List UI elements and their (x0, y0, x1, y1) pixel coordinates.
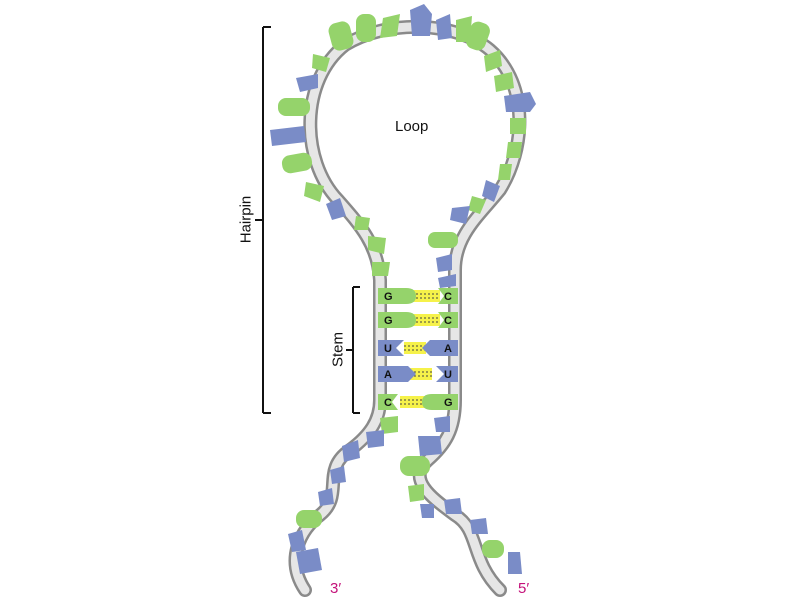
base-blue (326, 198, 346, 220)
base-blue (438, 274, 456, 288)
base-blue (504, 92, 536, 112)
base-green (354, 216, 370, 230)
base-left-blue (378, 366, 416, 382)
three-prime-end-label: 3′ (330, 580, 342, 597)
base-right-blue (436, 366, 458, 382)
base-left-blue (378, 340, 404, 356)
hairpin-bracket (255, 26, 271, 414)
base-blue (508, 552, 522, 574)
hydrogen-bond (404, 342, 426, 354)
base-right-letter: U (444, 369, 452, 381)
base-blue (296, 74, 318, 92)
base-left-letter: G (384, 315, 393, 327)
base-right-letter: C (444, 315, 452, 327)
base-blue (434, 416, 450, 432)
base-blue (418, 436, 442, 456)
base-green (372, 262, 390, 276)
base-green (328, 21, 354, 51)
base-left-letter: A (384, 369, 392, 381)
base-left-green (378, 394, 398, 410)
base-right-blue (422, 340, 458, 356)
base-pair-1: G C (378, 288, 458, 304)
base-left-letter: U (384, 343, 392, 355)
base-blue (270, 126, 306, 146)
base-green (494, 72, 514, 92)
base-blue (288, 530, 306, 552)
base-pair-4: A U (378, 366, 458, 382)
base-left-green (378, 312, 416, 328)
base-green (498, 164, 512, 180)
base-blue (470, 518, 488, 534)
base-green (312, 54, 330, 72)
stem-base-pairs: G C G C U A A U (378, 288, 458, 410)
base-green (400, 456, 430, 476)
base-right-letter: A (444, 343, 452, 355)
base-green (296, 510, 322, 528)
base-right-green (422, 394, 458, 410)
base-green (304, 182, 324, 202)
base-pair-2: G C (378, 312, 458, 328)
base-pair-3: U A (378, 340, 458, 356)
base-pair-5: C G (378, 394, 458, 410)
base-blue (330, 466, 346, 484)
base-blue (436, 254, 452, 272)
base-green (356, 14, 376, 42)
hydrogen-bond (412, 314, 440, 326)
base-blue (450, 206, 470, 224)
five-prime-end-label: 5′ (518, 580, 530, 597)
stem-label: Stem (329, 332, 347, 368)
base-right-letter: G (444, 397, 453, 409)
loop-bases (270, 4, 536, 288)
hairpin-label: Hairpin (237, 195, 255, 244)
base-green (428, 232, 458, 248)
base-left-letter: G (384, 291, 393, 303)
base-left-letter: C (384, 397, 392, 409)
hydrogen-bond (412, 290, 440, 302)
base-blue (420, 504, 434, 518)
base-green (408, 484, 424, 502)
base-blue (318, 488, 334, 506)
base-green (380, 416, 398, 434)
loop-label: Loop (395, 118, 429, 135)
base-green (484, 50, 502, 72)
rna-backbone (288, 19, 527, 597)
base-blue (342, 440, 360, 462)
base-green (506, 142, 522, 158)
stem-bracket (346, 286, 360, 414)
base-blue (410, 4, 432, 36)
base-green (510, 118, 526, 134)
base-right-green (438, 288, 458, 304)
base-green (380, 14, 400, 38)
base-right-green (438, 312, 458, 328)
base-green (278, 98, 310, 116)
base-blue (482, 180, 500, 202)
base-blue (444, 498, 462, 514)
base-green (281, 152, 313, 174)
base-blue (366, 430, 384, 448)
base-right-letter: C (444, 291, 452, 303)
tail-bases (288, 416, 522, 574)
base-green (466, 21, 490, 51)
base-green (368, 236, 386, 254)
base-blue (436, 14, 452, 40)
hydrogen-bond (410, 368, 432, 380)
base-green (468, 196, 486, 214)
base-left-green (378, 288, 416, 304)
base-blue (296, 548, 322, 574)
base-green (482, 540, 504, 558)
